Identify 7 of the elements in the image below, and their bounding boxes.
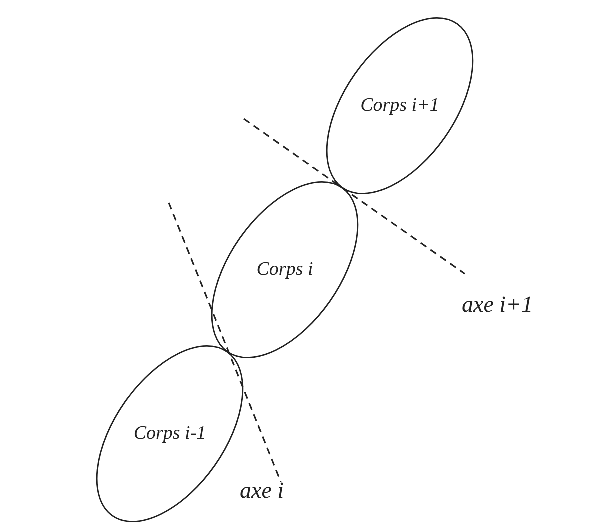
body-ellipse: [211, 181, 359, 359]
axis-label: axe i: [240, 478, 284, 504]
body-label: Corps i+1: [360, 95, 440, 117]
body-ellipse: [326, 17, 474, 195]
body-label: Corps i-1: [134, 423, 206, 445]
body-label: Corps i: [256, 259, 314, 281]
axis-label: axe i+1: [462, 292, 534, 318]
